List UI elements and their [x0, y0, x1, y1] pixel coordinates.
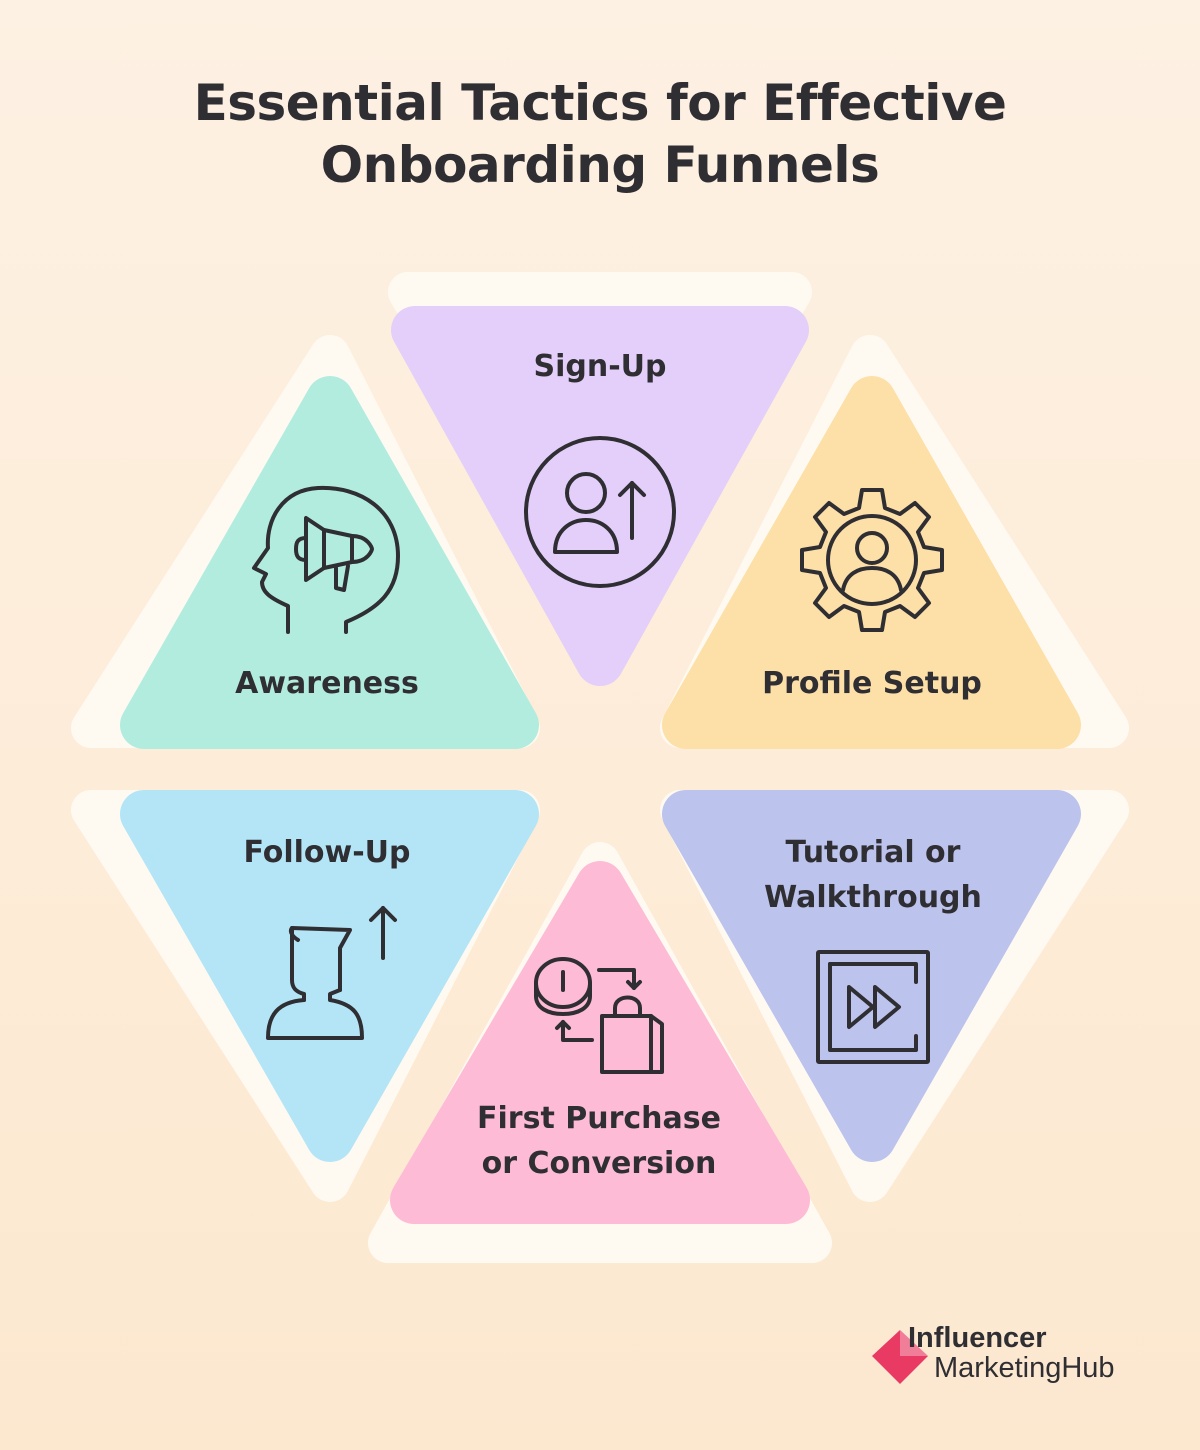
segment-followup: Follow-Up [120, 790, 539, 1162]
segment-signup: Sign-Up [391, 306, 809, 686]
brand-line-2: MarketingHub [934, 1352, 1115, 1384]
brand-line-1: Influencer [908, 1322, 1047, 1354]
segment-profile: Profile Setup [662, 376, 1081, 749]
awareness-label: Awareness [235, 666, 419, 701]
segment-tutorial: Tutorial or Walkthrough [662, 790, 1081, 1162]
segment-awareness: Awareness [120, 376, 539, 749]
tutorial-label-line1: Tutorial or [786, 835, 961, 870]
signup-triangle [391, 306, 809, 686]
purchase-label-line1: First Purchase [477, 1101, 721, 1136]
coin-shopping-bag-icon [534, 957, 664, 1074]
head-megaphone-icon [252, 485, 400, 634]
tutorial-triangle [662, 790, 1081, 1162]
influencer-marketinghub-logo-mark [872, 1330, 928, 1384]
user-arrow-up-icon [524, 436, 676, 588]
profile-label: Profile Setup [762, 666, 982, 701]
person-arrow-up-icon [266, 906, 397, 1040]
awareness-triangle [120, 376, 539, 749]
followup-triangle [120, 790, 539, 1162]
tutorial-label-line2: Walkthrough [764, 880, 982, 915]
purchase-label-line2: or Conversion [482, 1146, 717, 1181]
segment-purchase: First Purchase or Conversion [390, 861, 810, 1224]
title-line-2: Onboarding Funnels [320, 136, 880, 194]
fast-forward-screen-icon [816, 950, 930, 1064]
gear-user-icon [800, 488, 944, 632]
signup-label: Sign-Up [533, 349, 666, 384]
brand-logo: Influencer MarketingHub [872, 1322, 1172, 1392]
page-title: Essential Tactics for Effective Onboardi… [0, 72, 1200, 196]
followup-label: Follow-Up [243, 835, 410, 870]
title-line-1: Essential Tactics for Effective [193, 74, 1007, 132]
